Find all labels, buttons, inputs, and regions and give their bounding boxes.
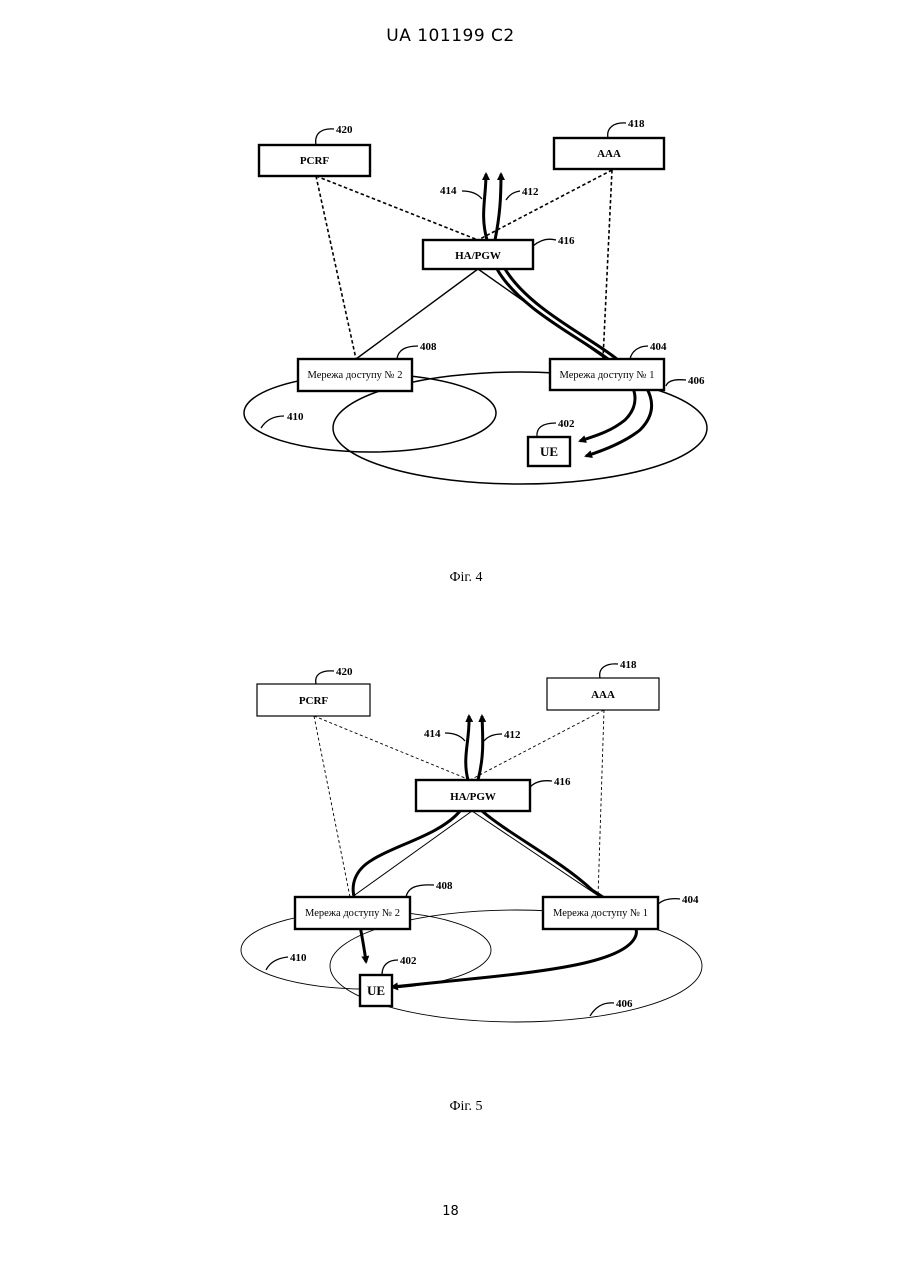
hapgw-label: HA/PGW: [450, 791, 496, 803]
ref-404: 404: [650, 341, 667, 353]
leader-414: [445, 733, 465, 741]
link-aaa-access1: [598, 710, 604, 897]
link-hapgw-access1: [472, 811, 600, 897]
ref-402: 402: [400, 955, 417, 967]
figure-5-caption: Фіг. 5: [449, 1099, 482, 1114]
page-number: 18: [0, 1204, 901, 1219]
flow-412: [495, 174, 501, 240]
ref-414: 414: [440, 185, 457, 197]
leader-410: [261, 416, 284, 428]
ref-418: 418: [620, 659, 637, 671]
ref-408: 408: [420, 341, 437, 353]
ref-416: 416: [554, 776, 571, 788]
ref-408: 408: [436, 880, 453, 892]
aaa-label: AAA: [591, 689, 615, 701]
access-network-2-label: Мережа доступу № 2: [308, 370, 403, 381]
leader-420: [316, 129, 334, 145]
ref-416: 416: [558, 235, 575, 247]
leader-412: [506, 191, 520, 200]
leader-414: [462, 191, 482, 199]
flow-412: [478, 716, 483, 780]
aaa-label: AAA: [597, 148, 621, 160]
hapgw-label: HA/PGW: [455, 250, 501, 262]
ref-406: 406: [616, 998, 633, 1010]
ref-420: 420: [336, 124, 353, 136]
flow-414: [484, 174, 487, 240]
flow-414: [466, 716, 469, 780]
leader-420: [316, 671, 334, 684]
leader-408: [406, 885, 434, 897]
leader-418: [608, 123, 626, 138]
leader-406: [666, 380, 686, 386]
pcrf-label: PCRF: [300, 155, 330, 167]
link-pcrf-access2: [314, 716, 350, 897]
link-pcrf-hapgw: [314, 716, 470, 780]
figure-5: PCRF AAA HA/PGW Мережа доступу № 2 Мереж…: [0, 600, 901, 1140]
ref-420: 420: [336, 666, 353, 678]
leader-404: [658, 899, 680, 904]
link-pcrf-access2: [316, 176, 356, 359]
leader-418: [600, 664, 618, 678]
access-network-1-label: Мережа доступу № 1: [560, 370, 655, 381]
flow-414-down: [497, 269, 635, 441]
link-aaa-hapgw: [470, 710, 604, 780]
leader-402: [537, 423, 556, 437]
ue-label: UE: [540, 444, 558, 459]
ref-412: 412: [522, 186, 539, 198]
leader-412: [484, 734, 502, 741]
access-network-1-label: Мережа доступу № 1: [553, 908, 648, 919]
ue-label: UE: [367, 983, 385, 998]
access-network-2-label: Мережа доступу № 2: [305, 908, 400, 919]
pcrf-label: PCRF: [299, 695, 329, 707]
leader-408: [397, 346, 418, 359]
ref-418: 418: [628, 118, 645, 130]
ref-406: 406: [688, 375, 705, 387]
ref-414: 414: [424, 728, 441, 740]
figure-4: PCRF AAA HA/PGW Мережа доступу № 2 Мереж…: [0, 0, 901, 600]
ref-404: 404: [682, 894, 699, 906]
ref-402: 402: [558, 418, 575, 430]
ref-412: 412: [504, 729, 521, 741]
ref-410: 410: [287, 411, 304, 423]
leader-416: [530, 781, 552, 787]
link-hapgw-access2: [352, 811, 472, 897]
figure-4-caption: Фіг. 4: [449, 570, 482, 585]
leader-404: [630, 346, 648, 359]
leader-402: [382, 960, 398, 975]
leader-410: [266, 957, 288, 970]
ref-410: 410: [290, 952, 307, 964]
link-aaa-access1: [603, 170, 612, 359]
leader-416: [533, 239, 556, 246]
